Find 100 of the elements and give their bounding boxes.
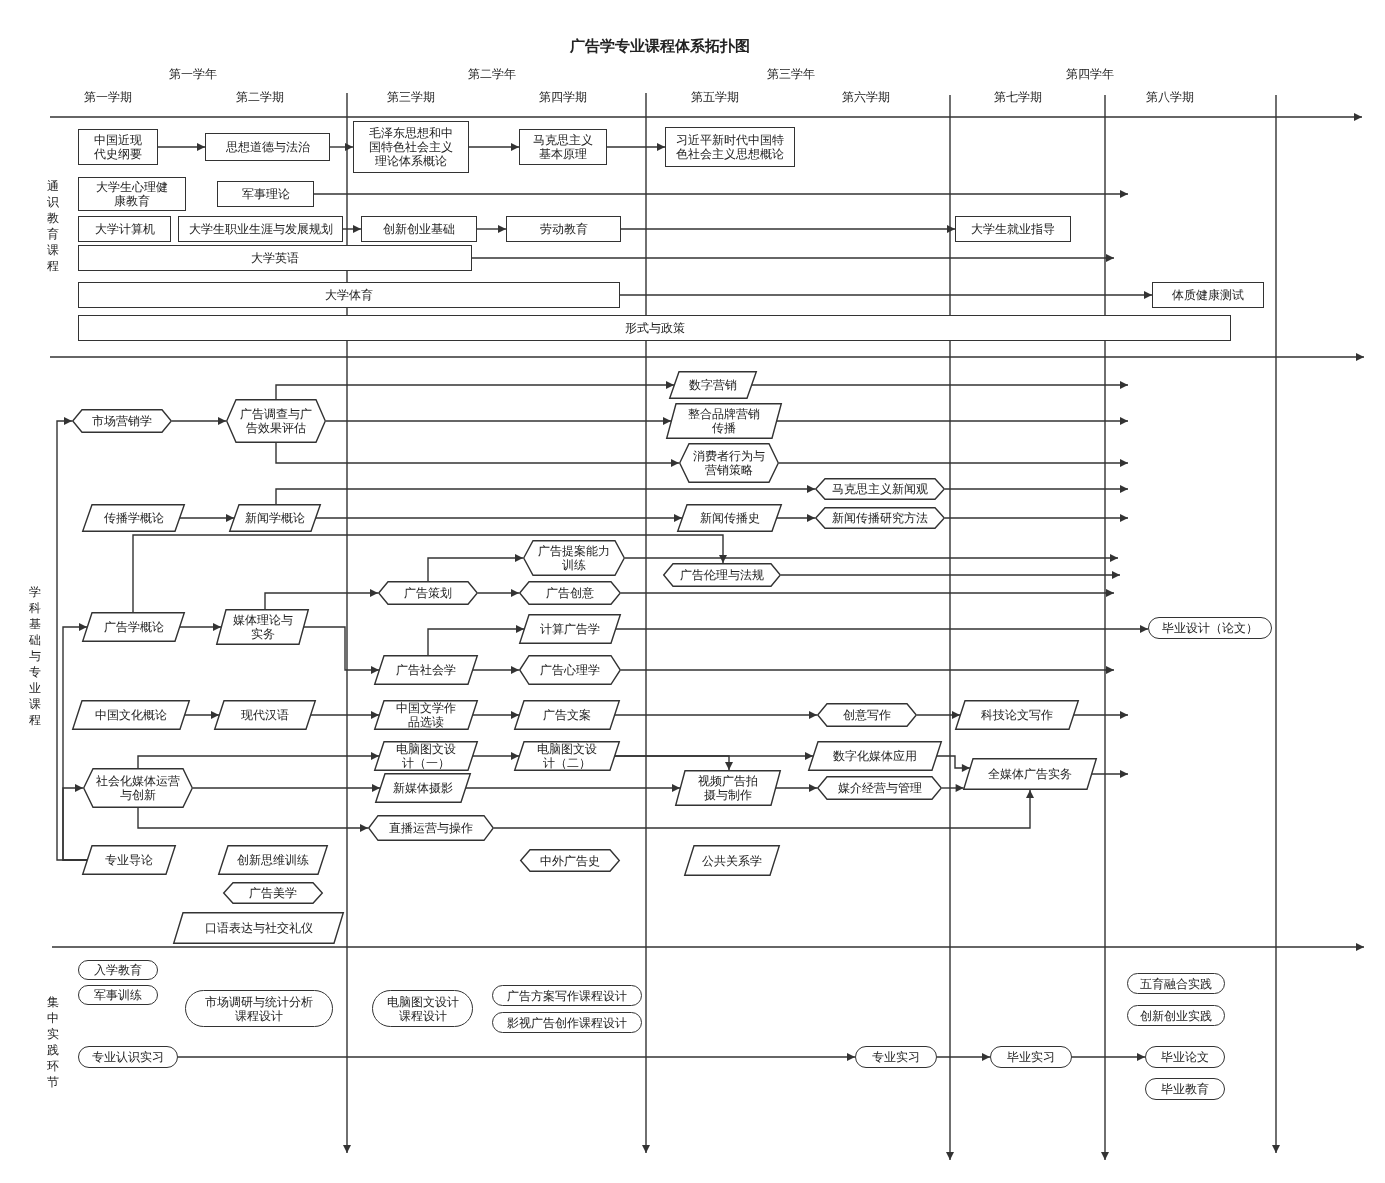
arrow xyxy=(137,807,369,832)
arrow xyxy=(137,752,380,769)
arrow xyxy=(329,143,354,151)
arrow xyxy=(132,534,727,613)
parallelogram-node: 广告学概论 xyxy=(82,612,185,642)
semester-label: 第七学期 xyxy=(994,90,1042,104)
arrow xyxy=(472,666,520,674)
parallelogram-node: 口语表达与社交礼仪 xyxy=(173,912,344,944)
parallelogram-node: 电脑图文设计（一） xyxy=(374,741,478,771)
parallelogram-node: 全媒体广告实务 xyxy=(963,758,1097,790)
arrow xyxy=(944,485,1129,493)
course-box: 大学英语 xyxy=(78,245,472,271)
semester-label: 第八学期 xyxy=(1146,90,1194,104)
semester-label: 第三学期 xyxy=(387,90,435,104)
arrow xyxy=(177,1053,856,1061)
arrow xyxy=(614,711,818,719)
diagram-title: 广告学专业课程体系拓扑图 xyxy=(570,37,750,55)
hexagon-node: 马克思主义新闻观 xyxy=(815,478,945,500)
hexagon-node: 中外广告史 xyxy=(520,849,620,872)
rounded-node: 毕业教育 xyxy=(1145,1078,1225,1100)
rounded-node: 影视广告创作课程设计 xyxy=(492,1012,642,1033)
year-label: 第三学年 xyxy=(767,67,815,81)
hexagon-node: 广告提案能力训练 xyxy=(523,540,625,576)
arrow xyxy=(778,459,1129,467)
arrow xyxy=(1091,770,1129,778)
arrow xyxy=(776,417,1129,425)
arrow xyxy=(303,626,380,674)
parallelogram-node: 新媒体摄影 xyxy=(375,773,471,803)
arrow xyxy=(620,225,956,233)
parallelogram-node: 电脑图文设计（二） xyxy=(514,741,620,771)
rounded-node: 毕业实习 xyxy=(990,1046,1072,1068)
year-label: 第二学年 xyxy=(468,67,516,81)
parallelogram-node: 计算广告学 xyxy=(519,614,621,644)
semester-label: 第六学期 xyxy=(842,90,890,104)
course-box: 大学生职业生涯与发展规划 xyxy=(178,216,343,242)
parallelogram-node: 数字营销 xyxy=(669,371,757,399)
arrow xyxy=(776,514,816,522)
parallelogram-node: 创新思维训练 xyxy=(218,845,328,875)
hexagon-node: 广告调查与广告效果评估 xyxy=(226,399,326,443)
parallelogram-node: 整合品牌营销传播 xyxy=(666,403,782,439)
arrow xyxy=(427,554,524,582)
hexagon-node: 市场营销学 xyxy=(72,409,172,433)
arrow xyxy=(179,623,222,631)
arrow xyxy=(620,589,1115,597)
arrow xyxy=(275,381,675,400)
arrow xyxy=(476,225,507,233)
parallelogram-node: 视频广告拍摄与制作 xyxy=(675,770,781,806)
hexagon-node: 广告美学 xyxy=(223,882,323,904)
parallelogram-node: 新闻传播史 xyxy=(677,504,782,532)
arrow xyxy=(944,514,1129,522)
parallelogram-node: 传播学概论 xyxy=(82,504,185,532)
course-box: 大学生就业指导 xyxy=(955,216,1071,242)
rounded-node: 创新创业实践 xyxy=(1127,1005,1225,1026)
hexagon-node: 媒介经营与管理 xyxy=(817,776,942,800)
arrow xyxy=(780,571,1121,579)
arrow xyxy=(1073,711,1129,719)
arrow xyxy=(936,755,971,772)
course-box: 中国近现代史纲要 xyxy=(78,129,158,165)
parallelogram-node: 公共关系学 xyxy=(684,845,780,876)
parallelogram-node: 现代汉语 xyxy=(214,700,316,730)
semester-label: 第二学期 xyxy=(236,90,284,104)
course-box: 思想道德与法治 xyxy=(205,133,330,161)
parallelogram-node: 数字化媒体应用 xyxy=(808,741,942,771)
hexagon-node: 新闻传播研究方法 xyxy=(815,507,945,529)
arrow xyxy=(275,485,816,505)
course-box: 形式与政策 xyxy=(78,315,1231,341)
rounded-node: 毕业设计（论文） xyxy=(1148,617,1272,639)
course-box: 大学体育 xyxy=(78,282,620,308)
year-label: 第四学年 xyxy=(1066,67,1114,81)
hexagon-node: 直播运营与操作 xyxy=(368,815,494,841)
arrow xyxy=(275,442,680,467)
rounded-node: 军事训练 xyxy=(78,985,158,1005)
course-box: 大学计算机 xyxy=(78,216,171,242)
parallelogram-node: 科技论文写作 xyxy=(955,700,1079,730)
arrow xyxy=(472,752,520,760)
hexagon-node: 广告创意 xyxy=(519,581,621,605)
rounded-node: 毕业论文 xyxy=(1145,1046,1225,1068)
arrow xyxy=(310,711,380,719)
arrow xyxy=(427,625,525,656)
arrow xyxy=(606,143,666,151)
rounded-node: 电脑图文设计课程设计 xyxy=(372,990,473,1027)
arrow xyxy=(615,625,1149,633)
arrow xyxy=(62,784,88,861)
arrow xyxy=(619,291,1153,299)
arrow xyxy=(936,1053,991,1061)
semester-label: 第一学期 xyxy=(84,90,132,104)
arrow xyxy=(313,190,1129,198)
arrow xyxy=(471,254,1115,262)
year-label: 第一学年 xyxy=(169,67,217,81)
rounded-node: 五育融合实践 xyxy=(1127,973,1225,994)
arrow xyxy=(184,711,220,719)
rounded-node: 专业实习 xyxy=(855,1046,937,1068)
parallelogram-node: 广告社会学 xyxy=(374,655,478,685)
arrow xyxy=(493,789,1034,829)
parallelogram-node: 中国文学作品选读 xyxy=(374,700,478,730)
parallelogram-node: 专业导论 xyxy=(82,845,176,875)
arrow xyxy=(1071,1053,1146,1061)
hexagon-node: 广告心理学 xyxy=(519,655,621,685)
arrow xyxy=(468,143,520,151)
arrow xyxy=(916,711,961,719)
